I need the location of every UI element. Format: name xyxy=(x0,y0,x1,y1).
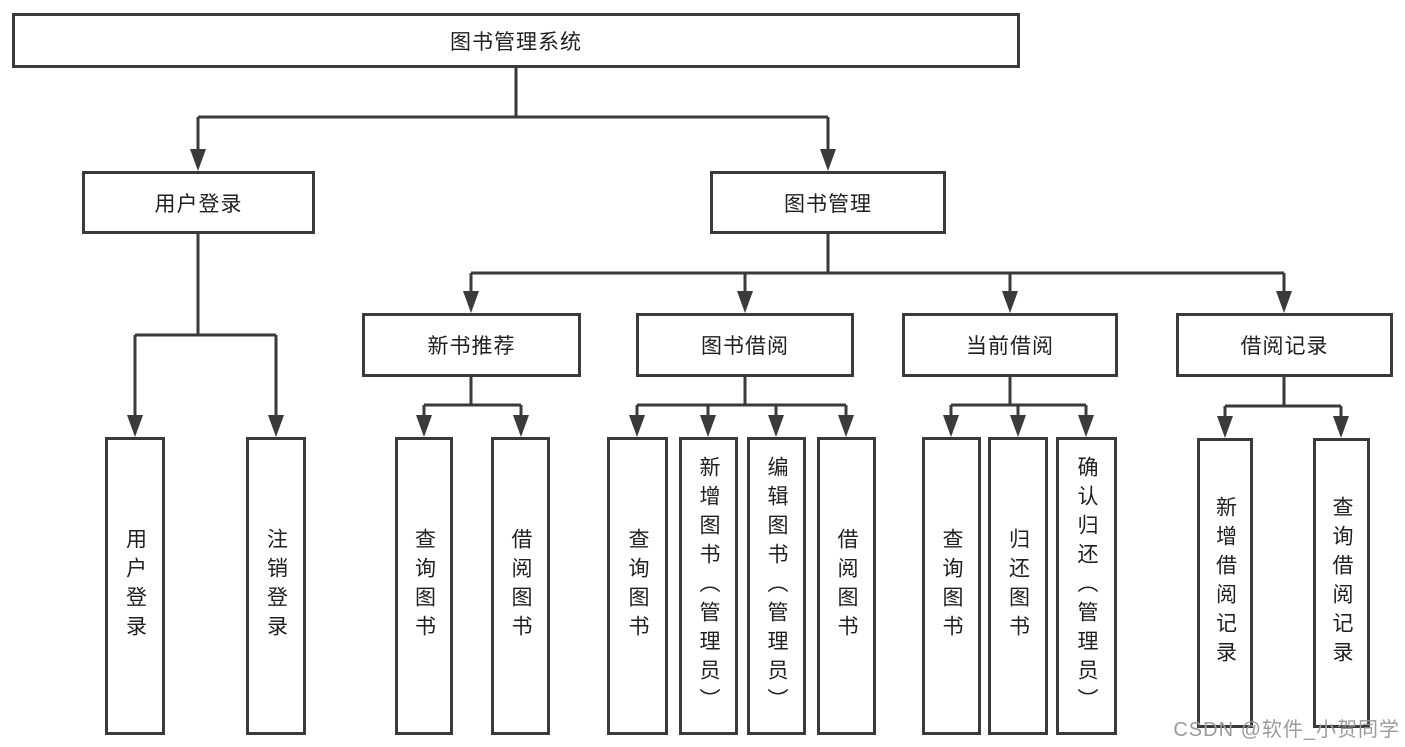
leaf-label: 编辑图书（管理员） xyxy=(765,455,788,717)
leaf-label: 查询图书 xyxy=(412,528,436,644)
node-logout-leaf: 注销登录 xyxy=(246,437,306,735)
node-user-login-branch: 用户登录 xyxy=(82,171,315,234)
node-edit-books-admin: 编辑图书（管理员） xyxy=(747,437,806,735)
node-book-management-branch: 图书管理 xyxy=(710,171,946,234)
node-add-books-admin: 新增图书（管理员） xyxy=(679,437,738,735)
node-borrow-books-borrowing: 借阅图书 xyxy=(817,437,876,735)
node-query-books-current: 查询图书 xyxy=(922,437,981,735)
csdn-watermark: CSDN @软件_小贺同学 xyxy=(1173,719,1400,741)
leaf-label: 查询图书 xyxy=(940,528,963,644)
node-return-books: 归还图书 xyxy=(988,437,1048,735)
leaf-label: 确认归还（管理员） xyxy=(1075,455,1098,717)
node-add-borrow-record: 新增借阅记录 xyxy=(1197,438,1253,728)
leaf-label: 新增借阅记录 xyxy=(1213,496,1237,670)
node-borrow-books-recommend: 借阅图书 xyxy=(491,437,550,735)
node-confirm-return-admin: 确认归还（管理员） xyxy=(1056,437,1117,735)
node-query-books-recommend: 查询图书 xyxy=(395,437,453,735)
leaf-label: 注销登录 xyxy=(264,528,288,644)
node-query-books-borrowing: 查询图书 xyxy=(607,437,668,735)
node-query-borrow-record: 查询借阅记录 xyxy=(1313,438,1370,728)
leaf-label: 用户登录 xyxy=(123,528,147,644)
leaf-label: 新增图书（管理员） xyxy=(697,455,720,717)
leaf-label: 归还图书 xyxy=(1006,528,1030,644)
node-library-management-system: 图书管理系统 xyxy=(12,13,1020,68)
leaf-label: 查询借阅记录 xyxy=(1330,496,1353,670)
node-current-borrowing: 当前借阅 xyxy=(902,313,1118,377)
leaf-label: 借阅图书 xyxy=(509,528,532,644)
node-new-book-recommend: 新书推荐 xyxy=(362,313,581,377)
node-user-login-leaf: 用户登录 xyxy=(105,437,165,735)
leaf-label: 查询图书 xyxy=(626,528,649,644)
leaf-label: 借阅图书 xyxy=(835,528,858,644)
node-book-borrowing: 图书借阅 xyxy=(636,313,854,377)
node-borrowing-records: 借阅记录 xyxy=(1176,313,1393,377)
